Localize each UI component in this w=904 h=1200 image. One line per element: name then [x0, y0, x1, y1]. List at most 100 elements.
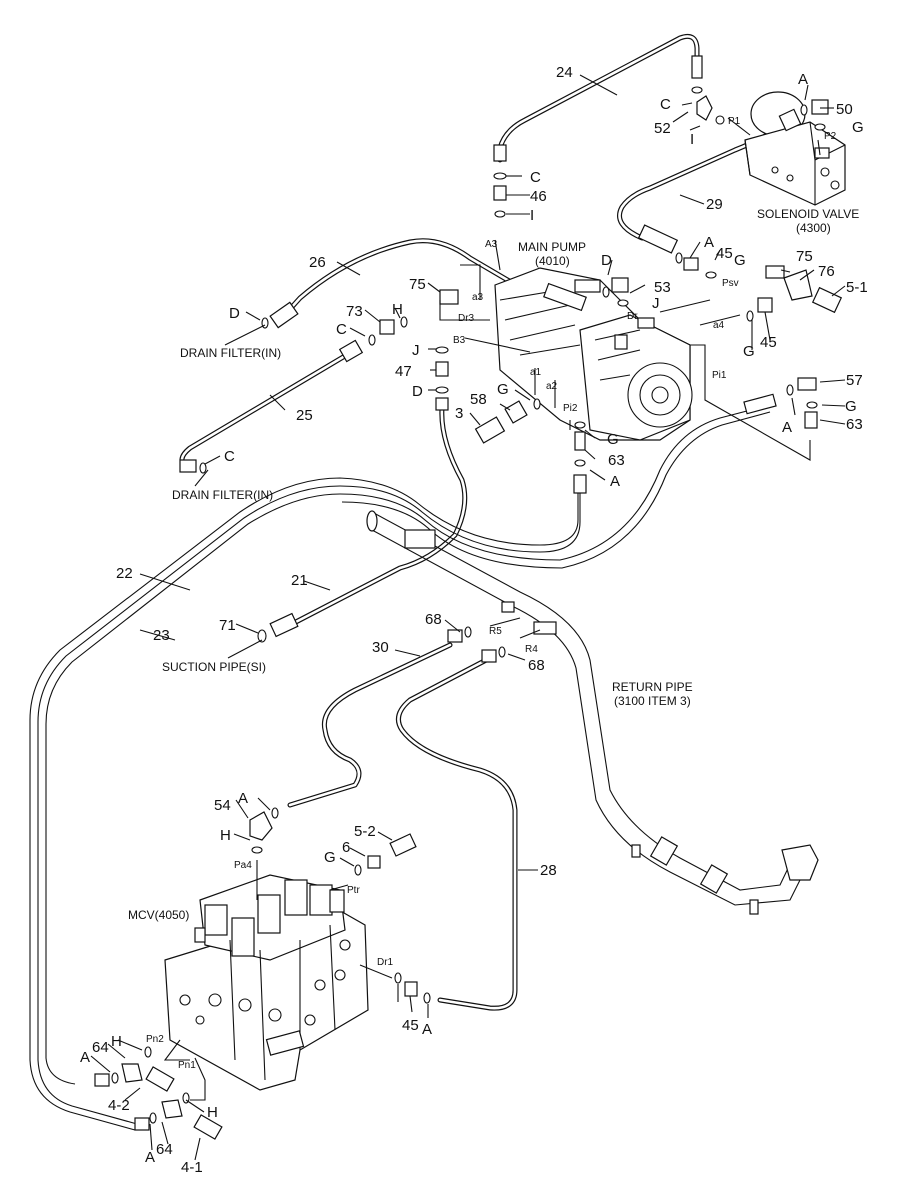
letter-label-I2: I: [530, 207, 534, 224]
solenoid-valve-caption: SOLENOID VALVE: [757, 207, 859, 221]
callout-71: 71: [219, 617, 236, 634]
port-label-Dr1: Dr1: [377, 957, 394, 968]
port-label-a1: a1: [530, 367, 542, 378]
callout-24: 24: [556, 64, 573, 81]
letter-label-A3: A: [782, 419, 792, 436]
letter-label-D2: D: [229, 305, 240, 322]
letter-labels: A C G I C I A D G J D C H J G D G A G G …: [80, 71, 864, 1166]
port-label-R4: R4: [525, 644, 538, 655]
callout-47: 47: [395, 363, 412, 380]
letter-label-D3: D: [412, 383, 423, 400]
letter-label-A2: A: [704, 234, 714, 251]
letter-label-G5: G: [497, 381, 509, 398]
letter-label-C4: C: [224, 448, 235, 465]
drain-filter-caption-1: DRAIN FILTER(IN): [180, 346, 281, 360]
callout-22: 22: [116, 565, 133, 582]
callout-3: 3: [455, 405, 463, 422]
letter-label-G7: G: [324, 849, 336, 866]
captions: SOLENOID VALVE (4300) MAIN PUMP (4010) D…: [128, 207, 859, 922]
callout-54: 54: [214, 797, 231, 814]
letter-label-G6: G: [607, 431, 619, 448]
letter-label-H4: H: [207, 1104, 218, 1121]
callout-5-2: 5-2: [354, 823, 376, 840]
letter-label-C1: C: [660, 96, 671, 113]
main-pump-item-caption: (4010): [535, 254, 570, 268]
letter-label-H2: H: [220, 827, 231, 844]
port-label-Pa4: Pa4: [234, 860, 252, 871]
mcv: [164, 874, 369, 1091]
hose-22: [29, 477, 579, 1131]
port-label-P1: P1: [728, 116, 741, 127]
letter-label-H3: H: [111, 1033, 122, 1050]
letter-label-G3: G: [743, 343, 755, 360]
callout-6: 6: [342, 839, 350, 856]
callout-26: 26: [309, 254, 326, 271]
callout-46: 46: [530, 188, 547, 205]
port-label-a4: a4: [713, 320, 725, 331]
return-pipe-item-caption: (3100 ITEM 3): [614, 694, 691, 708]
suction-pipe-caption: SUCTION PIPE(SI): [162, 660, 266, 674]
port-labels: P1 P2 A3 a3 Dr3 B3 a1 a2 Dr Psv a4 Pi1 P…: [146, 116, 837, 1071]
callout-21: 21: [291, 572, 308, 589]
callout-45c: 45: [402, 1017, 419, 1034]
port-label-Pn1: Pn1: [178, 1060, 196, 1071]
callout-28: 28: [540, 862, 557, 879]
callout-50: 50: [836, 101, 853, 118]
callout-25: 25: [296, 407, 313, 424]
callout-63a: 63: [846, 416, 863, 433]
leader-lines: [90, 74, 846, 1161]
solenoid-valve: [744, 91, 846, 206]
port-label-Pi1: Pi1: [712, 370, 727, 381]
port-label-Pi2: Pi2: [563, 403, 578, 414]
letter-label-C3: C: [336, 321, 347, 338]
port-label-R5: R5: [489, 626, 502, 637]
callout-23: 23: [153, 627, 170, 644]
callout-29: 29: [706, 196, 723, 213]
letter-label-A5: A: [238, 790, 248, 807]
letter-label-A8: A: [145, 1149, 155, 1166]
letter-label-I1: I: [690, 131, 694, 148]
callout-52: 52: [654, 120, 671, 137]
letter-label-J2: J: [412, 342, 420, 359]
callout-4-2: 4-2: [108, 1097, 130, 1114]
callout-64a: 64: [92, 1039, 109, 1056]
callout-75a: 75: [409, 276, 426, 293]
main-pump-caption: MAIN PUMP: [518, 240, 586, 254]
port-label-A3: A3: [485, 239, 498, 250]
letter-label-G2: G: [734, 252, 746, 269]
callout-64b: 64: [156, 1141, 173, 1158]
solenoid-valve-item-caption: (4300): [796, 221, 831, 235]
return-pipe: [366, 510, 819, 915]
callout-5-1: 5-1: [846, 279, 868, 296]
port-label-Dr: Dr: [627, 311, 638, 322]
letter-label-A7: A: [80, 1049, 90, 1066]
callout-numbers: 24 50 52 46 29 26 45 53 75 73 75 76 5-1 …: [92, 64, 868, 1176]
callout-76: 76: [818, 263, 835, 280]
drain-filter-caption-2: DRAIN FILTER(IN): [172, 488, 273, 502]
letter-label-A6: A: [422, 1021, 432, 1038]
callout-75b: 75: [796, 248, 813, 265]
hose-21: [287, 405, 468, 628]
letter-label-H1: H: [392, 301, 403, 318]
callout-73: 73: [346, 303, 363, 320]
callout-53: 53: [654, 279, 671, 296]
hose-25: [179, 347, 358, 471]
fittings: [94, 55, 843, 1140]
callout-68a: 68: [425, 611, 442, 628]
callout-30: 30: [372, 639, 389, 656]
mcv-caption: MCV(4050): [128, 908, 189, 922]
port-label-P2: P2: [824, 131, 837, 142]
port-label-Dr3: Dr3: [458, 313, 475, 324]
port-label-B3: B3: [453, 335, 466, 346]
letter-label-A1: A: [798, 71, 808, 88]
return-pipe-caption: RETURN PIPE: [612, 680, 693, 694]
callout-58: 58: [470, 391, 487, 408]
port-label-a2: a2: [546, 381, 558, 392]
hoses: [29, 33, 785, 1131]
port-label-Psv: Psv: [722, 278, 739, 289]
callout-45b: 45: [760, 334, 777, 351]
letter-label-G4: G: [845, 398, 857, 415]
letter-label-G1: G: [852, 119, 864, 136]
main-pump: [494, 267, 693, 441]
